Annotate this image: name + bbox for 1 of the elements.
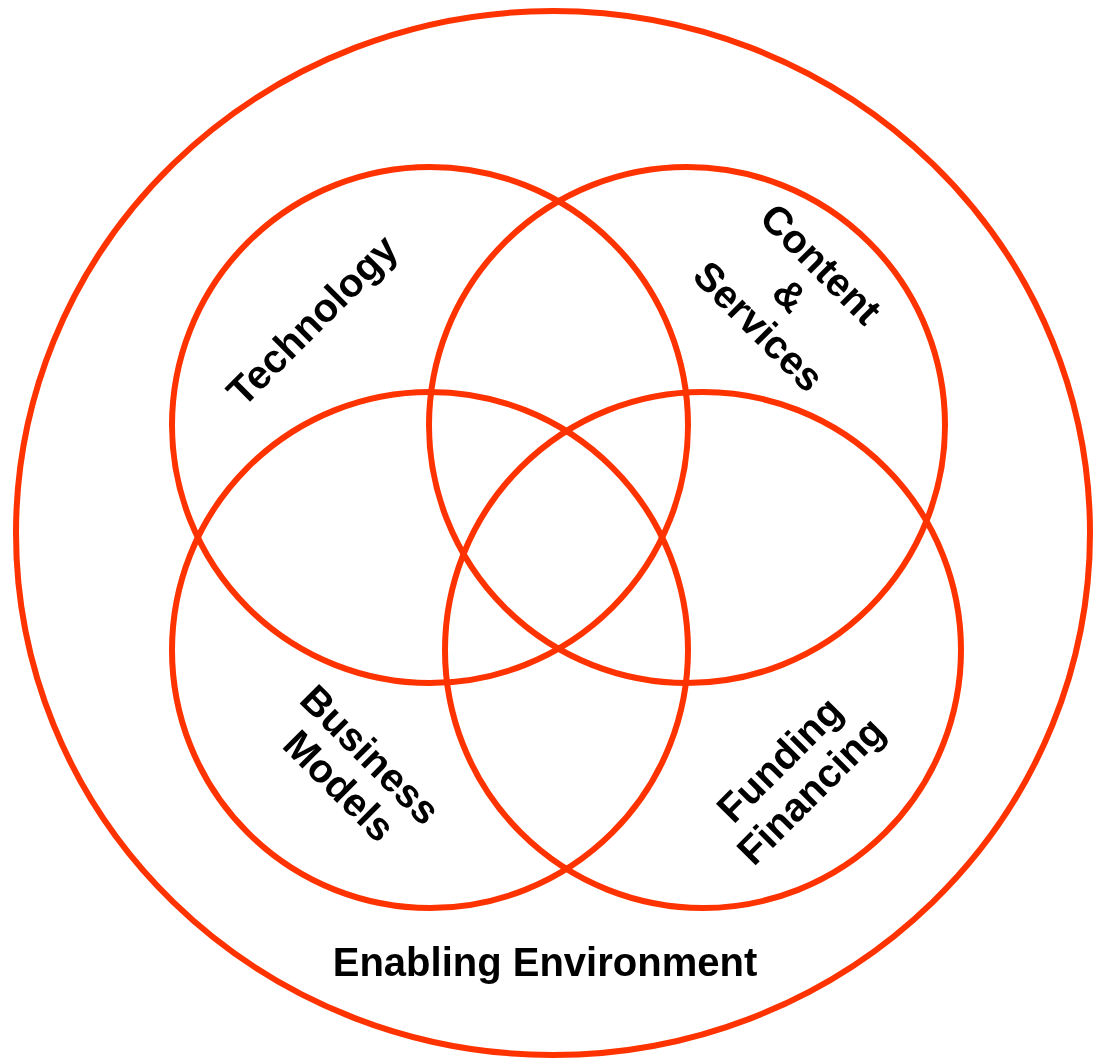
caption-label: Enabling Environment: [331, 940, 759, 984]
